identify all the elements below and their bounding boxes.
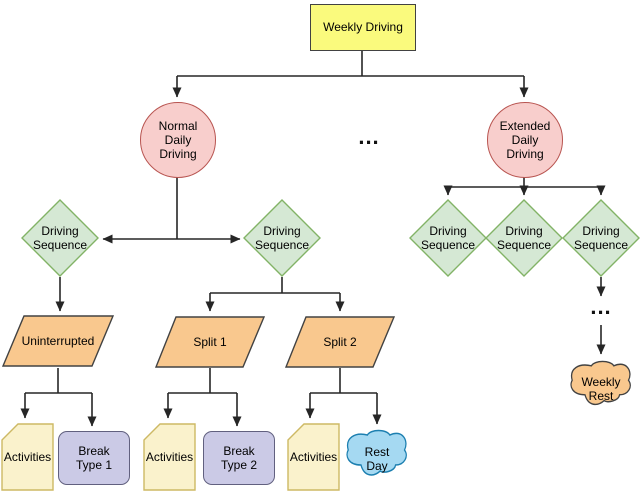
node-break-type-1: Break Type 1 <box>58 431 130 485</box>
split-1-label: Split 1 <box>193 334 227 349</box>
break-type-1-label: Break Type 1 <box>75 443 113 472</box>
rest-day-label: Rest Day <box>364 444 390 473</box>
split-2-label: Split 2 <box>323 334 357 349</box>
normal-daily-driving-label: Normal Daily Driving <box>158 118 198 162</box>
diamond-shape <box>485 199 563 277</box>
node-activities-3: Activities <box>287 423 340 491</box>
activities-label: Activities <box>3 449 52 464</box>
activities-label: Activities <box>145 449 194 464</box>
driving-sequence-label: Driving Sequence <box>496 223 552 252</box>
node-activities-1: Activities <box>1 423 54 491</box>
driving-sequence-label: Driving Sequence <box>573 223 629 252</box>
break-type-2-label: Break Type 2 <box>220 443 258 472</box>
node-weekly-rest: Weekly Rest <box>569 360 633 418</box>
node-rest-day: Rest Day <box>345 429 409 489</box>
uninterrupted-label: Uninterrupted <box>21 333 95 348</box>
parallelogram-shape <box>284 316 396 368</box>
diamond-shape <box>243 199 321 277</box>
node-split-2: Split 2 <box>284 316 396 368</box>
card-shape <box>143 423 196 491</box>
card-shape <box>287 423 340 491</box>
node-split-1: Split 1 <box>154 316 266 368</box>
right-ellipsis-label: ... <box>590 294 612 320</box>
driving-sequence-label: Driving Sequence <box>32 223 88 252</box>
node-break-type-2: Break Type 2 <box>203 431 275 485</box>
node-uninterrupted: Uninterrupted <box>1 315 115 367</box>
node-normal-daily-driving: Normal Daily Driving <box>140 102 216 178</box>
driving-sequence-label: Driving Sequence <box>420 223 476 252</box>
right-ellipsis: ... <box>584 292 618 322</box>
diamond-shape <box>562 199 640 277</box>
node-driving-sequence-3: Driving Sequence <box>409 199 487 277</box>
node-activities-2: Activities <box>143 423 196 491</box>
node-driving-sequence-2: Driving Sequence <box>243 199 321 277</box>
driving-sequence-label: Driving Sequence <box>254 223 310 252</box>
activities-label: Activities <box>289 449 338 464</box>
node-extended-daily-driving: Extended Daily Driving <box>487 102 563 178</box>
weekly-rest-label: Weekly Rest <box>581 374 621 403</box>
diamond-shape <box>409 199 487 277</box>
extended-daily-driving-label: Extended Daily Driving <box>499 118 551 162</box>
weekly-driving-label: Weekly Driving <box>323 20 403 35</box>
node-weekly-driving: Weekly Driving <box>310 4 416 51</box>
cloud-shape <box>570 360 631 406</box>
parallelogram-shape <box>1 315 115 367</box>
center-ellipsis-label: ... <box>358 124 380 150</box>
node-driving-sequence-1: Driving Sequence <box>21 199 99 277</box>
card-shape <box>1 423 54 491</box>
node-driving-sequence-5: Driving Sequence <box>562 199 640 277</box>
center-ellipsis: ... <box>352 122 386 152</box>
node-driving-sequence-4: Driving Sequence <box>485 199 563 277</box>
cloud-shape <box>346 429 407 476</box>
diamond-shape <box>21 199 99 277</box>
parallelogram-shape <box>154 316 266 368</box>
